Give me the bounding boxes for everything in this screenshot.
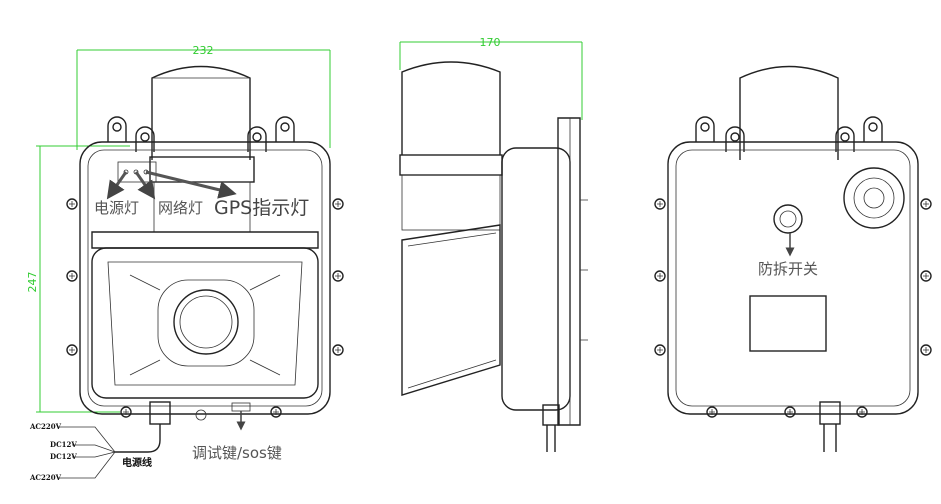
back-view: 防拆开关 bbox=[654, 65, 932, 452]
back-housing bbox=[667, 141, 919, 415]
side-beacon-dome bbox=[401, 61, 501, 155]
wire-label-3: DC12V bbox=[50, 452, 77, 461]
nameplate bbox=[749, 295, 827, 352]
wire-label-4: AC220V bbox=[29, 473, 62, 482]
height-dimension-line bbox=[36, 145, 130, 413]
back-beacon-dome bbox=[739, 65, 839, 160]
back-speaker-port bbox=[843, 167, 905, 229]
power-light-label: 电源灯 bbox=[94, 199, 139, 217]
cable-gland bbox=[149, 401, 171, 425]
front-view: 232 247 电源灯 网络灯 GPS指示灯 bbox=[26, 44, 344, 482]
debug-sos-key-label: 调试键/sos键 bbox=[192, 444, 282, 462]
side-horn bbox=[401, 224, 501, 396]
wire-label-1: AC220V bbox=[29, 422, 62, 431]
gps-light-label: GPS指示灯 bbox=[214, 197, 309, 219]
horn-speaker bbox=[91, 247, 319, 399]
width-dimension: 232 bbox=[193, 44, 214, 57]
height-dimension: 247 bbox=[26, 272, 39, 293]
width-dimension-line bbox=[76, 49, 331, 150]
tamper-switch-label: 防拆开关 bbox=[758, 260, 818, 278]
network-light-label: 网络灯 bbox=[158, 199, 203, 217]
power-cable-label: 电源线 bbox=[122, 456, 152, 469]
side-view: 170 bbox=[399, 36, 588, 452]
indicator-panel bbox=[117, 161, 157, 183]
beacon-dome bbox=[151, 65, 251, 160]
depth-dimension: 170 bbox=[480, 36, 501, 49]
side-housing bbox=[501, 147, 571, 411]
front-housing bbox=[79, 141, 331, 415]
tamper-switch bbox=[773, 204, 803, 234]
wire-label-2: DC12V bbox=[50, 440, 77, 449]
